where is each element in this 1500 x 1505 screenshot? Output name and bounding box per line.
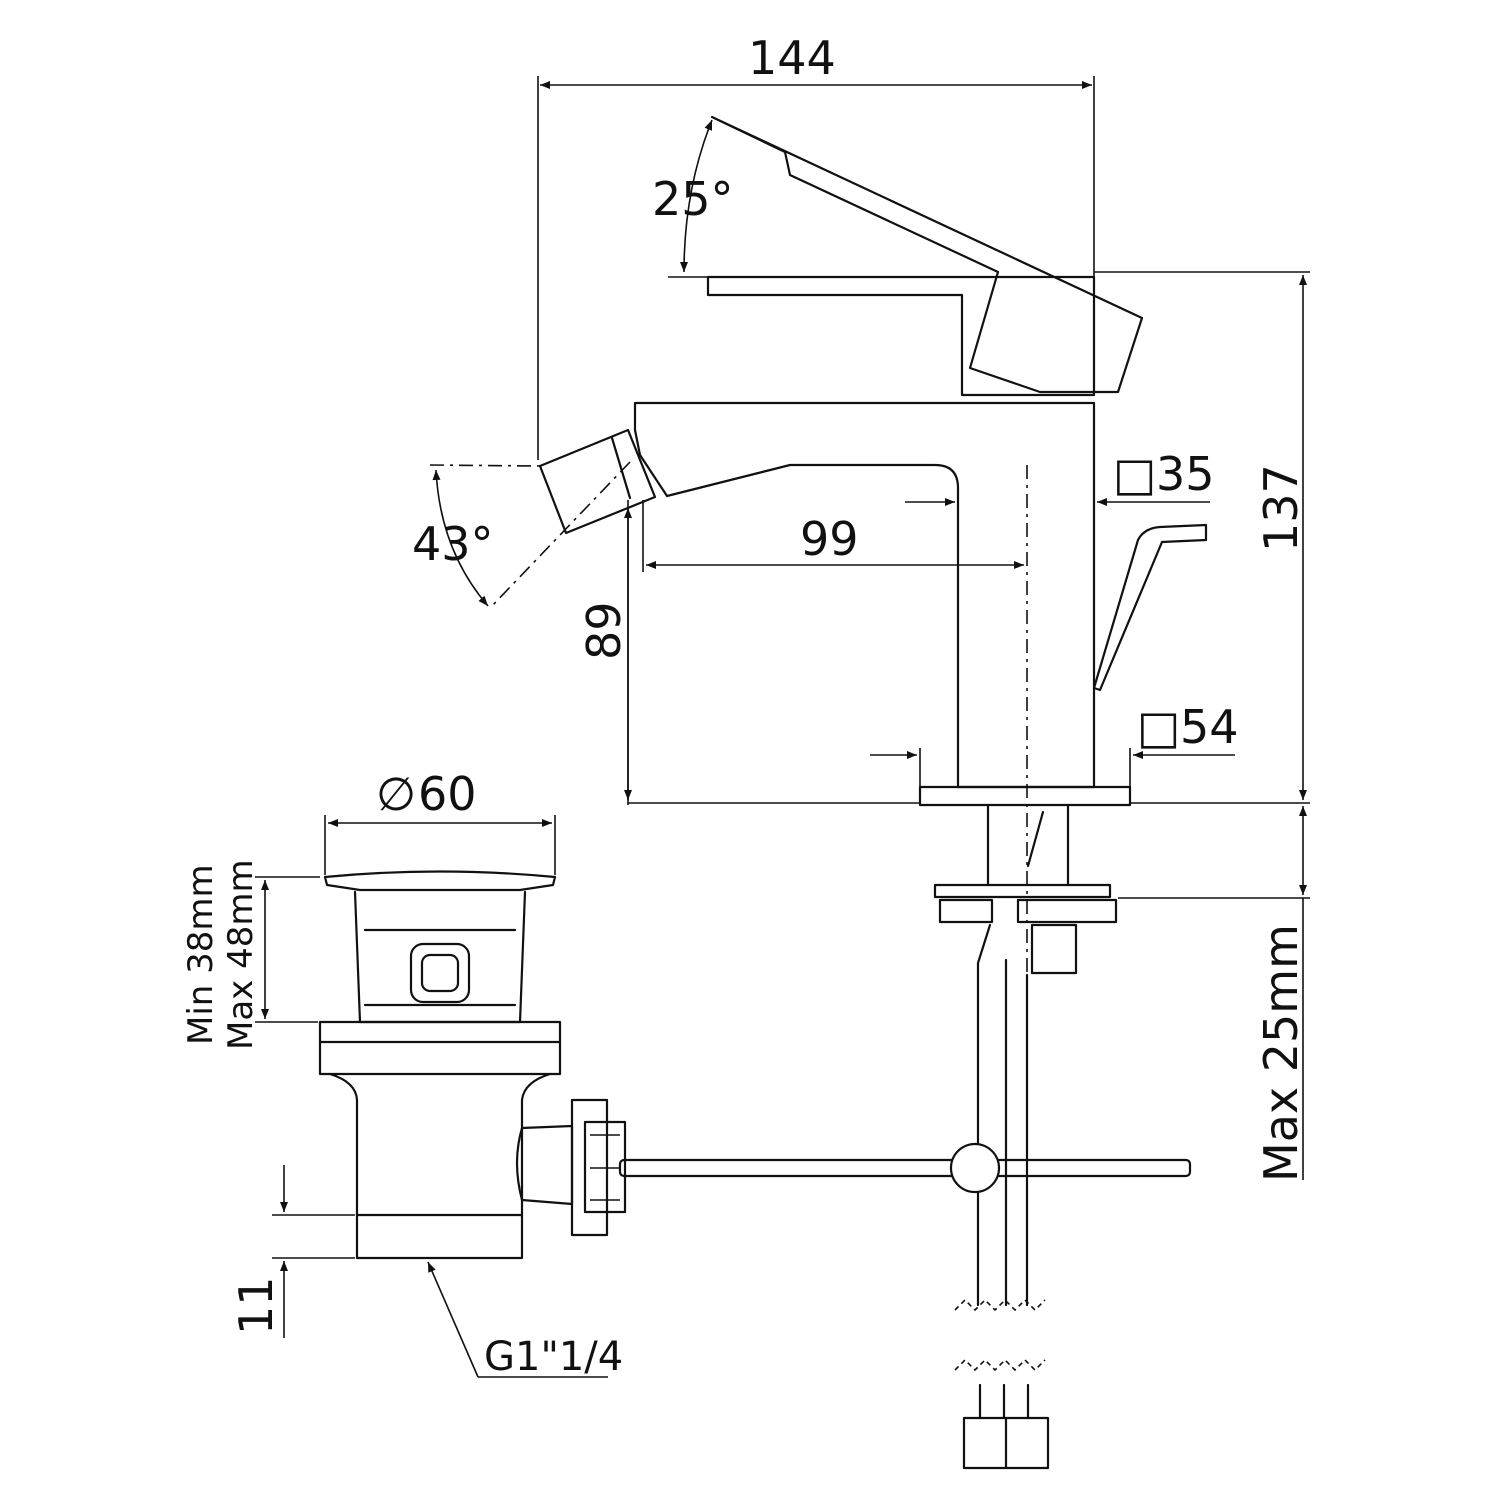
base-plate [918,785,1132,807]
dim-popup-max: Max 48mm [221,859,261,1050]
popup-knob [1092,523,1208,692]
dim-spout-height: 89 [577,601,631,660]
dim-waste-diameter: 60 [418,767,477,821]
mixer-body [633,401,1096,789]
faucet-body [538,115,1208,1470]
dimension-lines [255,76,1310,1378]
dim-width-total: 144 [748,31,836,85]
spout-nozzle [538,428,657,535]
diameter-symbol: ∅ [376,767,416,821]
dim-base-square: 54 [1180,700,1239,754]
lever-handle-level [706,275,1096,397]
dim-thread-spec: G1"1/4 [484,1334,623,1380]
square-symbol-54: □ [1137,700,1180,754]
dim-body-height: 137 [1254,464,1308,552]
lever-handle-raised [710,115,1144,394]
dim-spout-reach: 99 [800,512,859,566]
dim-lever-angle: 25° [652,172,734,226]
pop-up-waste [318,870,627,1260]
square-symbol-35: □ [1113,447,1156,501]
dim-body-square: 35 [1156,447,1215,501]
dim-deck-thickness: Max 25mm [1254,924,1308,1182]
popup-rod [618,1142,1192,1194]
dimension-labels: 144 25° 43° 99 89 137 □ 35 □ 54 ∅ 60 Min… [181,31,1308,1380]
dim-popup-min: Min 38mm [181,864,221,1045]
dim-spout-angle: 43° [412,517,494,571]
nut [1030,923,1078,975]
dim-thread-length: 11 [229,1276,283,1335]
